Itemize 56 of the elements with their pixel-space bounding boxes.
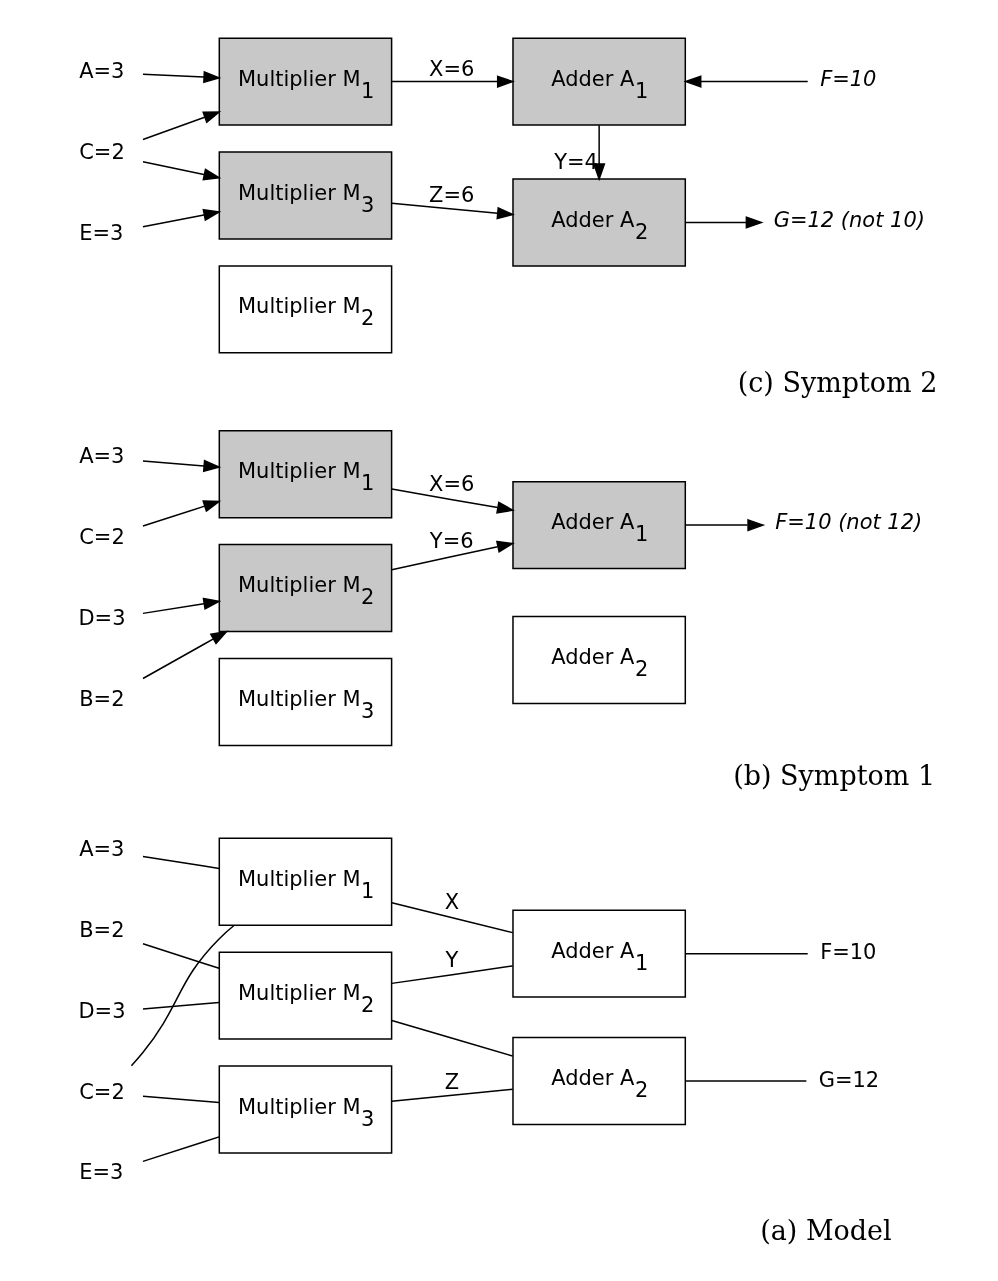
connector — [390, 1019, 513, 1057]
node-text: F=10 (not 12) — [774, 510, 922, 535]
label: (c) Symptom 2 — [737, 367, 937, 399]
node-text: C=2 — [78, 525, 125, 550]
arrow — [141, 597, 221, 615]
arrow — [684, 216, 764, 229]
node-text: A=3 — [78, 836, 124, 861]
node-text: C=2 — [78, 1079, 125, 1104]
connector — [684, 1080, 807, 1082]
node-text: A=3 — [78, 444, 124, 469]
label: (b) Symptom 1 — [732, 759, 935, 791]
connector — [130, 924, 235, 1067]
edge-label: Z=6 — [428, 182, 474, 207]
edge-label: X=6 — [428, 471, 474, 496]
node-text: C=2 — [78, 140, 125, 165]
node-text: E=3 — [78, 1160, 123, 1185]
node-text: B=2 — [78, 917, 124, 942]
arrow — [141, 208, 221, 228]
node-text: F=10 — [819, 940, 876, 965]
node-text: F=10 — [819, 66, 876, 91]
node-text: B=2 — [78, 686, 124, 711]
edge-label: X=6 — [428, 56, 474, 81]
node-text: E=3 — [78, 220, 123, 245]
node-text: A=3 — [78, 59, 124, 84]
label: (a) Model — [759, 1215, 892, 1247]
connector — [390, 1088, 513, 1102]
node-text: G=12 — [818, 1067, 879, 1092]
arrow — [141, 500, 221, 527]
arrow — [592, 124, 605, 182]
edge-label: Y=4 — [553, 150, 598, 175]
arrow — [684, 518, 765, 532]
arrow — [682, 75, 808, 88]
edge-label: Z — [444, 1069, 459, 1094]
connector — [141, 943, 220, 969]
connector — [390, 965, 513, 985]
node-text: D=3 — [77, 606, 126, 631]
connector — [141, 1095, 220, 1104]
arrow — [141, 70, 221, 84]
connector — [141, 1136, 220, 1163]
node-text: G=12 (not 10) — [773, 207, 925, 232]
node-text: D=3 — [77, 998, 126, 1023]
edge-label: X — [444, 890, 459, 915]
connector — [390, 902, 513, 934]
arrow — [141, 111, 221, 141]
edge-label: Y — [445, 948, 458, 973]
arrow — [141, 160, 221, 181]
arrow — [141, 459, 221, 473]
arrow — [390, 488, 515, 514]
arrow — [390, 202, 515, 220]
connector — [684, 952, 808, 955]
arrow — [390, 540, 515, 571]
arrow — [141, 630, 228, 680]
arrow — [390, 75, 515, 88]
connector — [141, 855, 220, 870]
connector — [141, 1001, 220, 1010]
edge-label: Y=6 — [429, 528, 474, 553]
